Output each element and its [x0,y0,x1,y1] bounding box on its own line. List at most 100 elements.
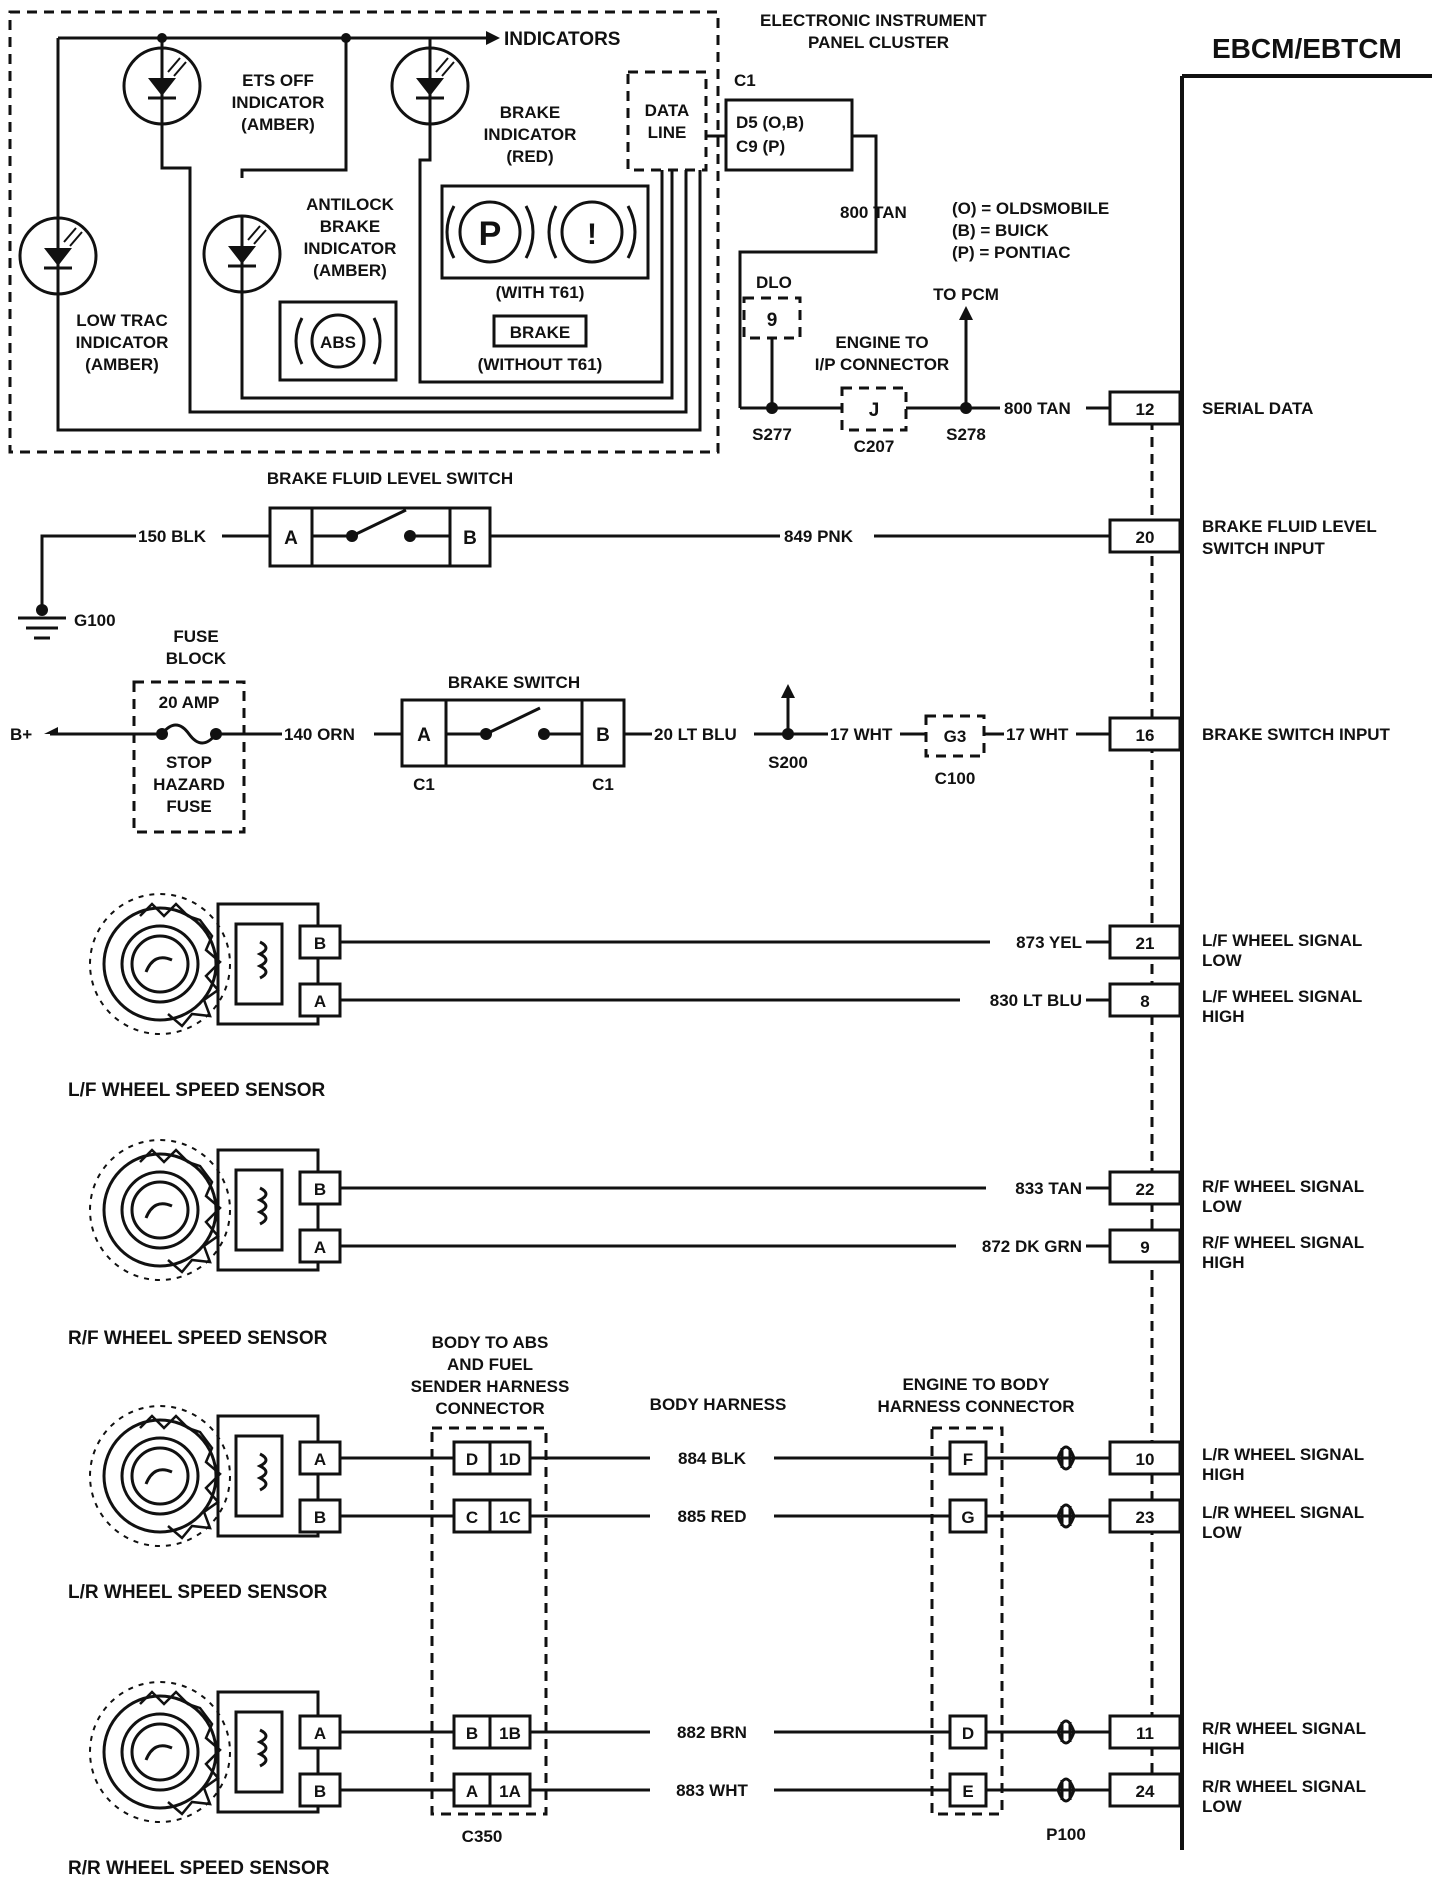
c350-cav-d-text: D [466,1450,478,1469]
eng-body-2: HARNESS CONNECTOR [877,1397,1074,1416]
cavity-24-text: 24 [1136,1782,1155,1801]
c350-cav-d [452,1440,492,1476]
ets-off-led-icon [122,46,202,126]
rf-sig-low-1: R/F WHEEL SIGNAL [1202,1177,1364,1196]
rf-pin-b-text: B [314,1180,326,1199]
lr-pin-a [298,1440,342,1476]
cavity-23 [1108,1498,1182,1534]
fluid-switch-title: BRAKE FLUID LEVEL SWITCH [267,469,513,488]
lf-pin-a [298,982,342,1018]
cluster-boundary [8,10,720,454]
brake-switch-lever-icon [485,706,541,736]
data-line-box [626,70,708,172]
lf-sensor-icon [88,892,320,1036]
ltblu-label: 20 LT BLU [654,725,737,744]
lf-wire-top-label: 873 YEL [1016,933,1082,952]
fluid-pin-b: B [463,528,477,549]
cavity-12 [1108,390,1182,426]
p100-label: P100 [1046,1825,1086,1844]
ets-off-line-3: (AMBER) [241,115,315,134]
rf-pin-a-text: A [314,1238,326,1257]
c350-cav-a-text: A [466,1782,478,1801]
c350-connector [430,1426,548,1816]
p100-clip-4-icon [1056,1777,1076,1803]
eng-ip-line-2: I/P CONNECTOR [815,355,949,374]
brake-word: BRAKE [510,323,570,342]
brake-led-icon [390,46,470,126]
fuse-name-3: FUSE [166,797,211,816]
body-abs-4: CONNECTOR [435,1399,544,1418]
wht-label-2: 17 WHT [1006,725,1069,744]
eng-cav-g-text: G [961,1508,974,1527]
rr-wire-bot-label: 883 WHT [676,1781,748,1800]
rr-sig-low-1: R/R WHEEL SIGNAL [1202,1777,1366,1796]
fuse-amp: 20 AMP [159,693,220,712]
c350-cav-1d-text: 1D [499,1450,521,1469]
rf-sig-high-2: HIGH [1202,1253,1245,1272]
low-trac-led-icon [18,216,98,296]
module-title: EBCM/EBTCM [1212,33,1402,64]
s277-node [766,402,778,414]
eng-cav-e [948,1772,988,1808]
rf-wire-bot-label: 872 DK GRN [982,1237,1082,1256]
lf-sensor-name: L/F WHEEL SPEED SENSOR [68,1080,326,1101]
fluid-ground-wire [40,534,136,610]
bs-c1-right: C1 [592,775,614,794]
c100-label: C100 [935,769,976,788]
lf-sig-high-2: HIGH [1202,1007,1245,1026]
lf-sig-low-1: L/F WHEEL SIGNAL [1202,931,1362,950]
s278-label: S278 [946,425,986,444]
cavity-23-text: 23 [1136,1508,1155,1527]
ets-off-line-2: INDICATOR [232,93,325,112]
park-brake-text: P [479,215,502,253]
rr-sig-high-1: R/R WHEEL SIGNAL [1202,1719,1366,1738]
cavity-21 [1108,924,1182,960]
p100-clip-1-icon [1056,1445,1076,1471]
brake-switch-body [400,698,626,768]
lf-pin-b-text: B [314,934,326,953]
antilock-line-1: ANTILOCK [306,195,395,214]
brake-ind-line-2: INDICATOR [484,125,577,144]
wht-label-1: 17 WHT [830,725,893,744]
cavity-20 [1108,518,1182,554]
fuse-icon [160,723,218,745]
lf-sig-low-2: LOW [1202,951,1243,970]
c350-label: C350 [462,1827,503,1846]
brake-ind-line-3: (RED) [506,147,553,166]
rf-sig-high-1: R/F WHEEL SIGNAL [1202,1233,1364,1252]
bs-pin-b: B [596,725,610,746]
fuse-block-box [132,680,246,834]
ets-return [160,124,688,414]
fluid-wire-left: 150 BLK [138,527,207,546]
legend-buick: (B) = BUICK [952,221,1050,240]
cavity-10 [1108,1440,1182,1476]
bplus-arrow [44,727,58,734]
with-t61: (WITH T61) [496,283,585,302]
park-arc-right [524,205,535,259]
cluster-title-2: PANEL CLUSTER [808,33,949,52]
c350-cav-1c-text: 1C [499,1508,521,1527]
dlo-label: DLO [756,273,792,292]
c1-pin-1: D5 (O,B) [736,113,804,132]
antilock-line-3: INDICATOR [304,239,397,258]
rr-sensor-name: R/R WHEEL SPEED SENSOR [68,1858,330,1879]
rr-pin-a-text: A [314,1724,326,1743]
cluster-title-1: ELECTRONIC INSTRUMENT [760,11,987,30]
abs-icon [310,313,366,369]
serial-tan-vertical: 800 TAN [840,203,907,222]
p100-clip-2-icon [1056,1503,1076,1529]
bplus-label: B+ [10,725,32,744]
fuse-block-1: FUSE [173,627,218,646]
orn-wire-label: 140 ORN [284,725,355,744]
cavity-8 [1108,982,1182,1018]
abs-symbol-text: ABS [320,333,356,352]
serial-wire-label: 800 TAN [1004,399,1071,418]
antilock-line-2: BRAKE [320,217,380,236]
eng-cav-e-text: E [962,1782,973,1801]
eng-cav-f-text: F [963,1450,973,1469]
c1-connector [724,98,854,172]
low-trac-return [56,170,702,432]
p100-clip-3-icon [1056,1719,1076,1745]
s200-arrow [781,684,795,698]
